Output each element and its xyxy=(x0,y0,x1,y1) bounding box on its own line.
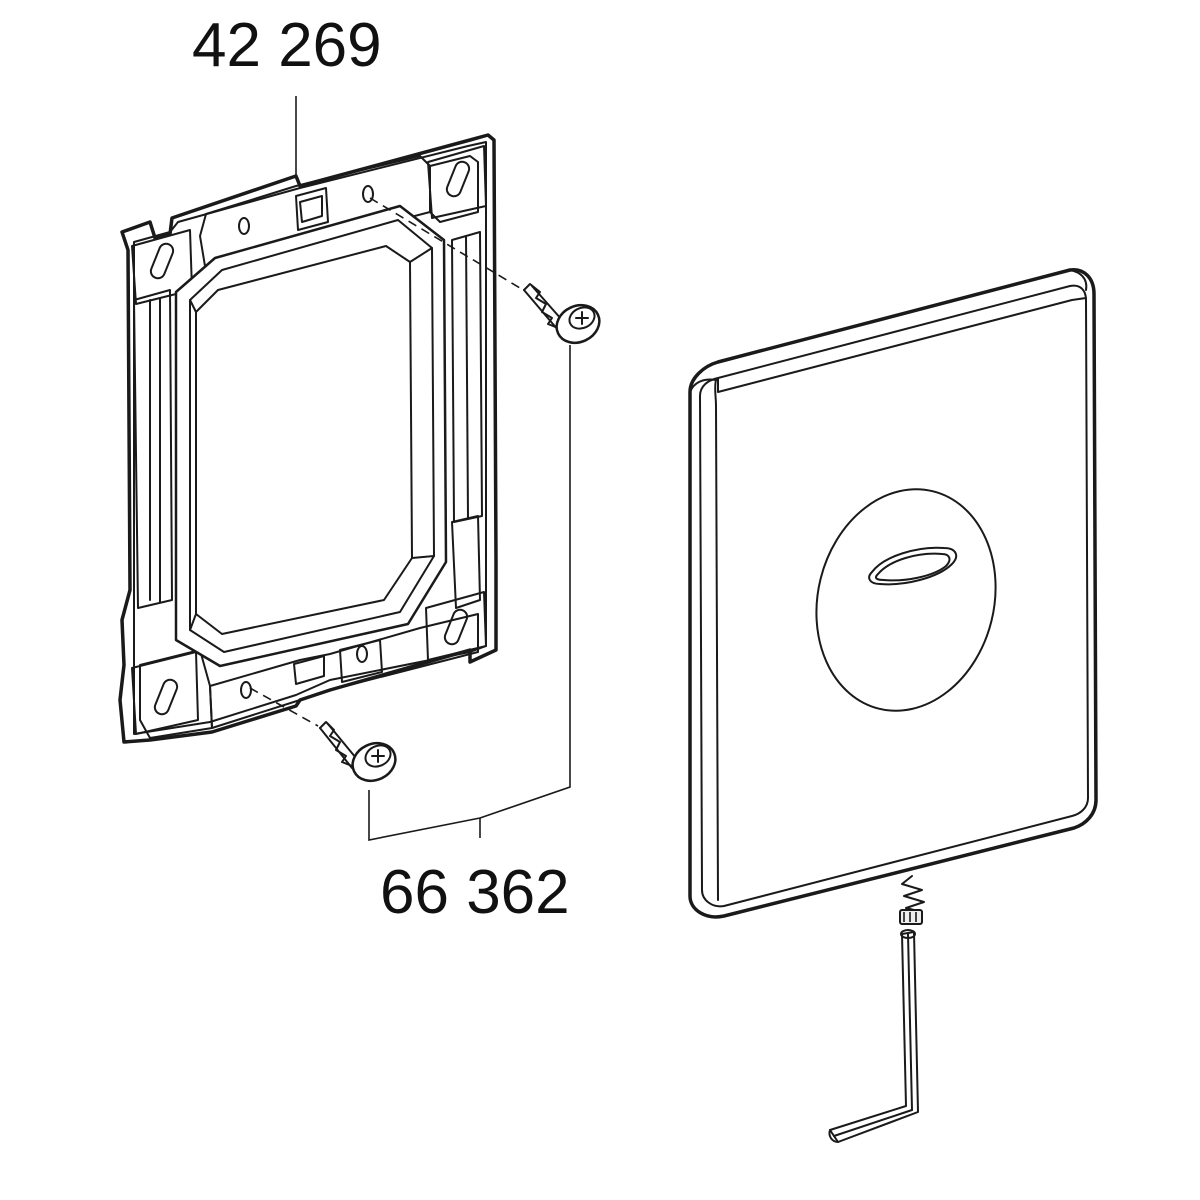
screw-lower xyxy=(249,687,397,783)
grub-screw xyxy=(899,875,925,925)
frame-part-number-label: 42 269 xyxy=(192,11,382,80)
cover-plate xyxy=(688,268,1098,919)
screw-upper xyxy=(369,197,601,345)
screw-leader-bracket xyxy=(368,345,571,841)
screw-part-number-label: 66 362 xyxy=(380,858,570,927)
push-button xyxy=(815,488,997,712)
mounting-frame xyxy=(118,133,498,744)
hex-key xyxy=(828,929,919,1143)
